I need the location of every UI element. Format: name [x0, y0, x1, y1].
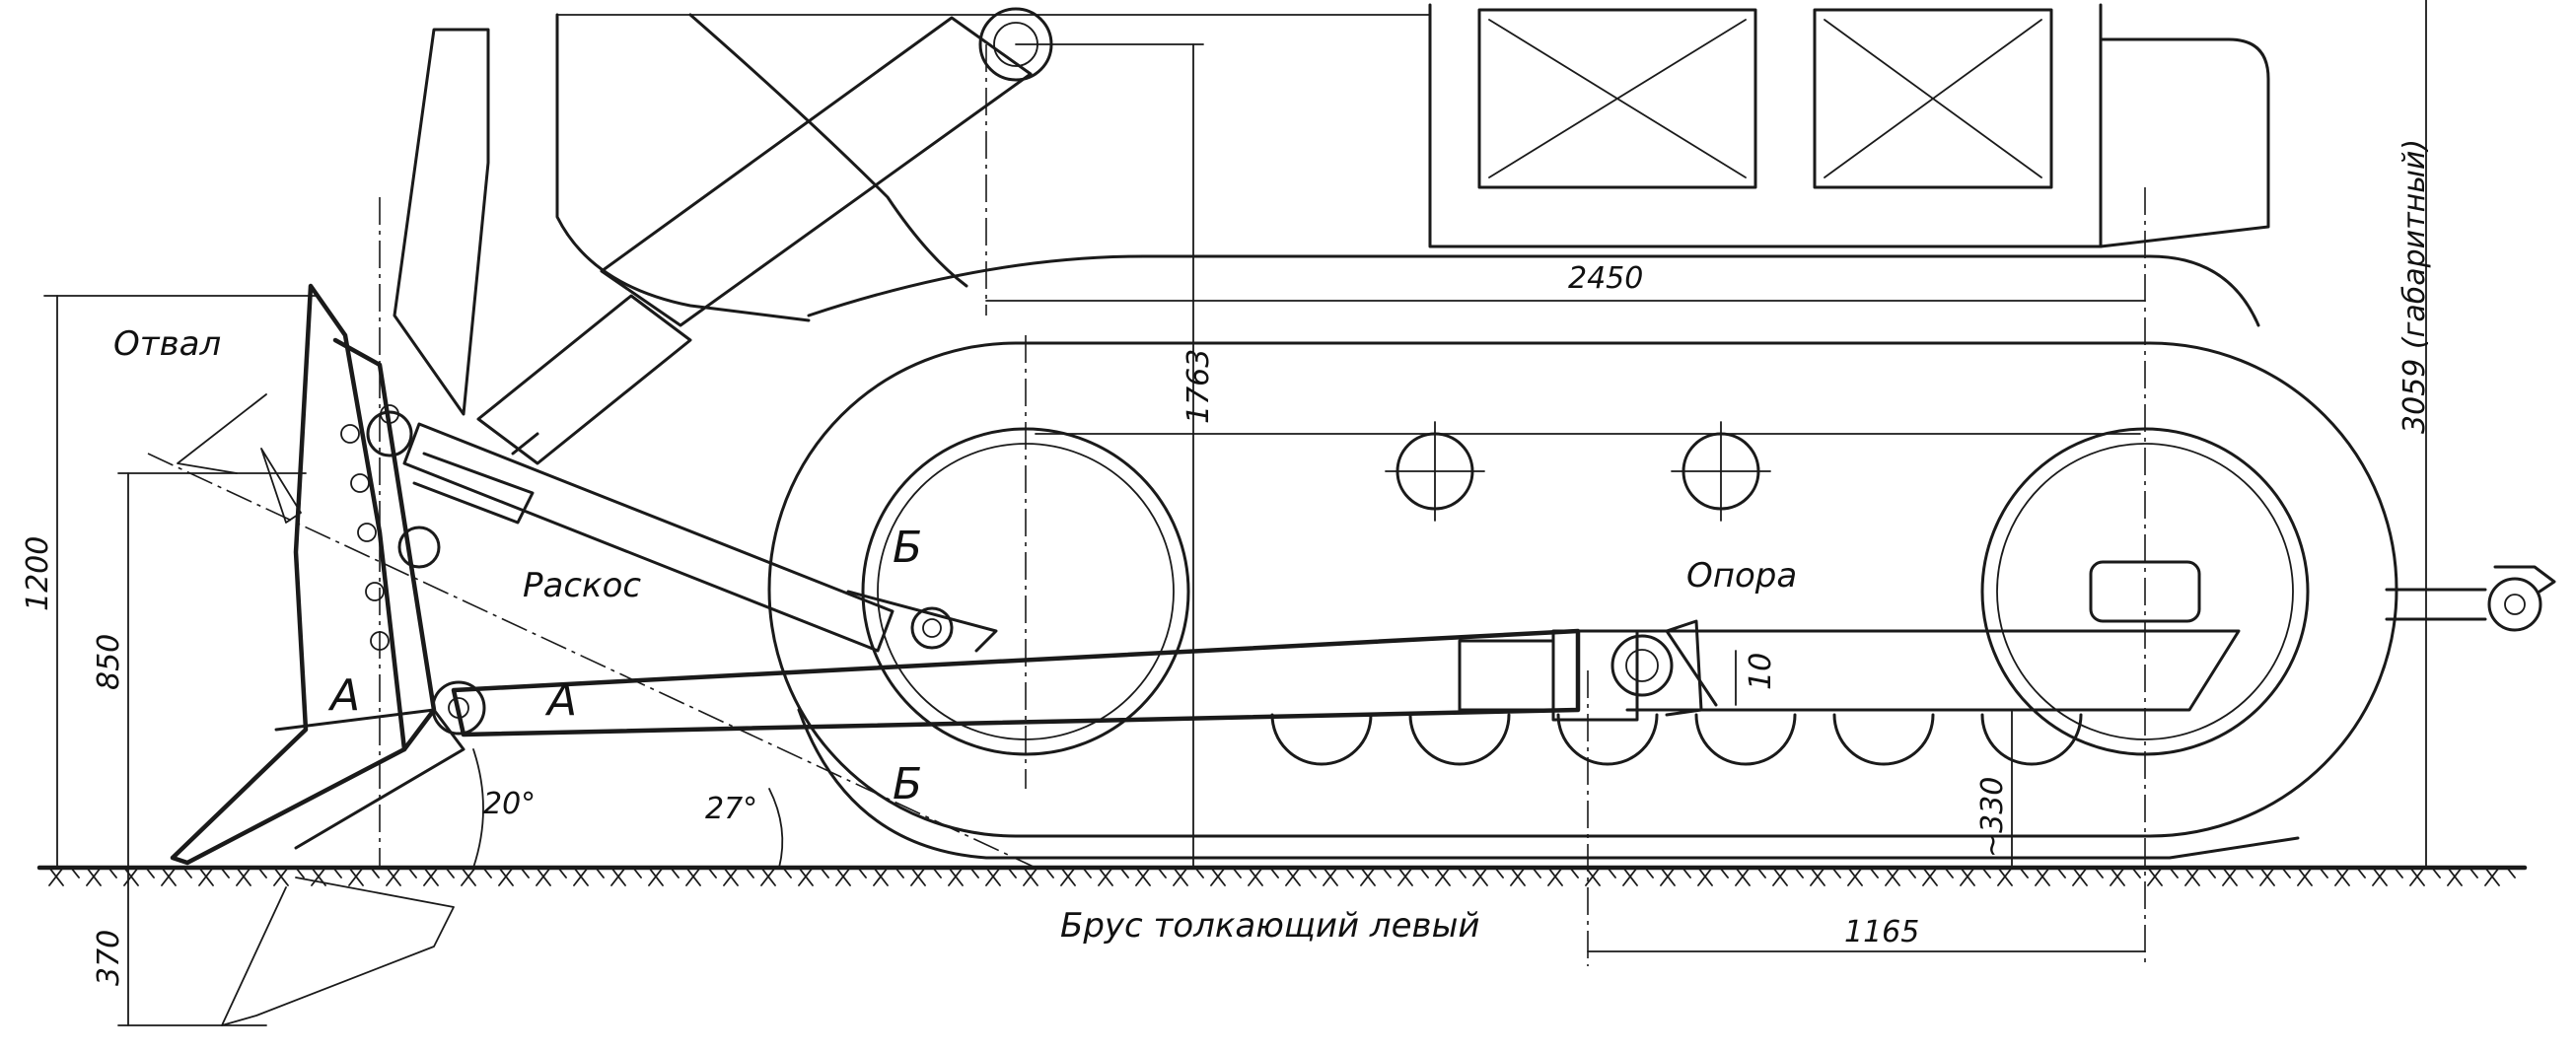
tractor-body — [555, 3, 2270, 327]
center-lines — [147, 44, 2146, 966]
dim-370: 370 — [92, 930, 126, 986]
blade-otval — [170, 28, 490, 1026]
dim-850: 850 — [92, 634, 126, 690]
section-a-left: A — [327, 670, 360, 721]
push-beam — [431, 619, 2241, 737]
dim-330: ~330 — [1975, 777, 2010, 858]
label-opora: Опора — [1686, 556, 1797, 596]
section-b-top: Б — [893, 523, 922, 573]
dim-10: 10 — [1744, 653, 1778, 690]
dim-1200: 1200 — [21, 536, 55, 611]
dim-2450: 2450 — [1568, 261, 1643, 296]
label-brus: Брус толкающий левый — [1060, 906, 1480, 946]
dim-1763: 1763 — [1181, 349, 1216, 424]
rear-hitch — [2385, 565, 2556, 632]
angle-27: 27° — [705, 792, 757, 826]
section-a-right: A — [544, 675, 577, 726]
dimension-lines — [43, 0, 2427, 1026]
crawler-track — [767, 341, 2398, 860]
dim-3059: 3059 (габаритный) — [2397, 139, 2432, 434]
section-b-bottom: Б — [893, 759, 922, 809]
lift-cylinder — [476, 7, 1053, 465]
dim-1165: 1165 — [1844, 915, 1919, 949]
brace-raskos — [366, 410, 998, 653]
angle-20: 20° — [483, 787, 536, 821]
label-raskos: Раскос — [523, 566, 641, 605]
ground-line — [36, 865, 2528, 886]
label-otval: Отвал — [113, 324, 221, 364]
